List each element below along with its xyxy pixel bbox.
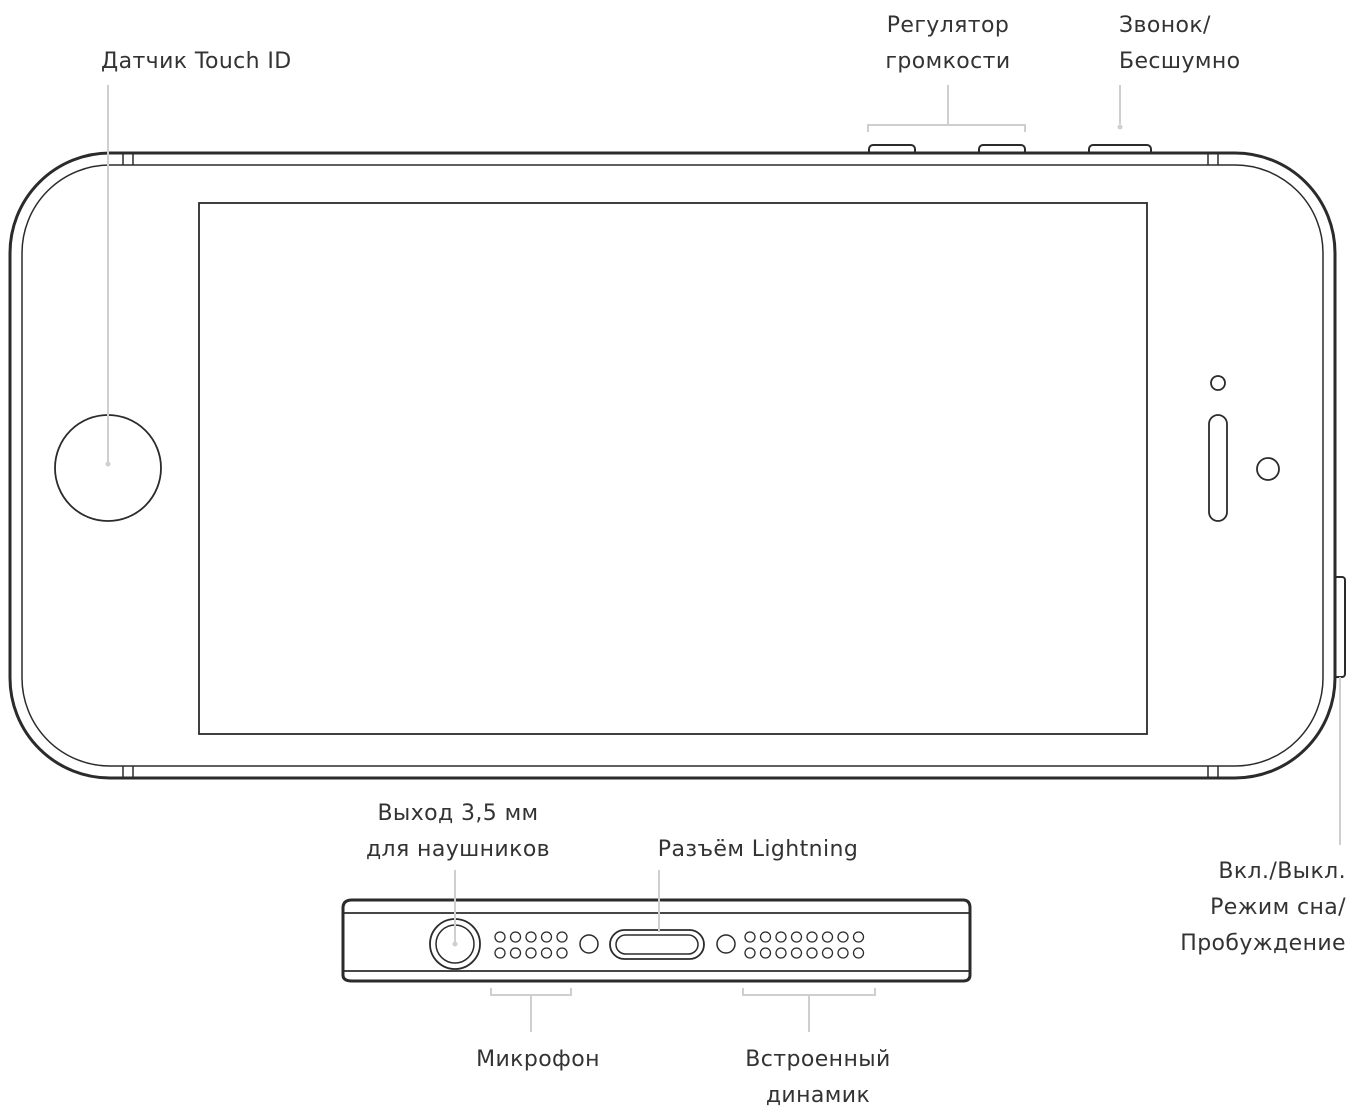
bottom-edge-outline: [341, 898, 972, 983]
earpiece-speaker: [1208, 414, 1228, 522]
antenna-marks: [122, 153, 1219, 778]
label-headphone-jack: Выход 3,5 мм для наушников: [366, 796, 550, 868]
microphone-hole: [509, 931, 522, 943]
label-line: Микрофон: [476, 1047, 600, 1072]
microphone-hole: [540, 947, 553, 959]
microphone-hole: [494, 947, 506, 959]
speaker-hole: [744, 947, 756, 959]
speaker-hole: [744, 931, 756, 943]
leader-lines: [105, 85, 1341, 1032]
label-lightning: Разъём Lightning: [658, 832, 858, 868]
label-touch-id: Датчик Touch ID: [101, 44, 292, 80]
microphone-hole: [525, 947, 537, 959]
screw-left: [579, 934, 599, 954]
speaker-grille: [744, 931, 865, 959]
microphone-hole: [494, 931, 506, 943]
label-volume: Регулятор громкости: [885, 8, 1010, 80]
speaker-hole: [790, 931, 803, 943]
label-line: для наушников: [365, 837, 551, 862]
speaker-hole: [806, 931, 818, 943]
label-line: Встроенный: [745, 1047, 891, 1072]
speaker-hole: [852, 931, 865, 943]
label-line: динамик: [765, 1083, 871, 1108]
speaker-hole: [775, 947, 787, 959]
label-sleep-wake: Вкл./Выкл. Режим сна/ Пробуждение: [1180, 854, 1346, 962]
phone-outer-body: [8, 151, 1337, 780]
phone-inner-bezel: [21, 164, 1324, 767]
speaker-hole: [759, 947, 772, 959]
label-microphone: Микрофон: [476, 1042, 600, 1078]
phone-front-view: [8, 144, 1346, 780]
lightning-port-inner: [615, 934, 699, 955]
label-line: Бесшумно: [1119, 49, 1241, 74]
label-ring-silent: Звонок/ Бесшумно: [1119, 8, 1241, 80]
label-line: Датчик Touch ID: [101, 49, 292, 74]
screen: [198, 202, 1148, 735]
microphone-hole: [509, 947, 522, 959]
screw-right: [716, 934, 736, 954]
label-line: Вкл./Выкл.: [1218, 859, 1346, 884]
microphone-hole: [540, 931, 553, 943]
proximity-sensor: [1256, 457, 1280, 481]
speaker-hole: [806, 947, 818, 959]
phone-bottom-view: [341, 898, 972, 983]
front-camera: [1210, 375, 1226, 391]
speaker-hole: [852, 947, 865, 959]
microphone-hole: [556, 947, 568, 959]
microphone-hole: [525, 931, 537, 943]
label-line: Разъём Lightning: [657, 837, 859, 862]
speaker-hole: [821, 931, 834, 943]
label-line: Звонок/: [1119, 13, 1211, 38]
speaker-hole: [775, 931, 787, 943]
label-speaker: Встроенный динамик: [745, 1042, 890, 1114]
speaker-hole: [837, 947, 849, 959]
speaker-hole: [837, 931, 849, 943]
speaker-hole: [790, 947, 803, 959]
label-line: Регулятор: [886, 13, 1010, 38]
label-line: громкости: [885, 49, 1011, 74]
microphone-grille: [494, 931, 568, 959]
label-line: Пробуждение: [1180, 931, 1346, 956]
label-line: Режим сна/: [1210, 895, 1346, 920]
microphone-hole: [556, 931, 568, 943]
label-line: Выход 3,5 мм: [377, 801, 539, 826]
speaker-hole: [821, 947, 834, 959]
lightning-port: [609, 929, 705, 960]
speaker-hole: [759, 931, 772, 943]
